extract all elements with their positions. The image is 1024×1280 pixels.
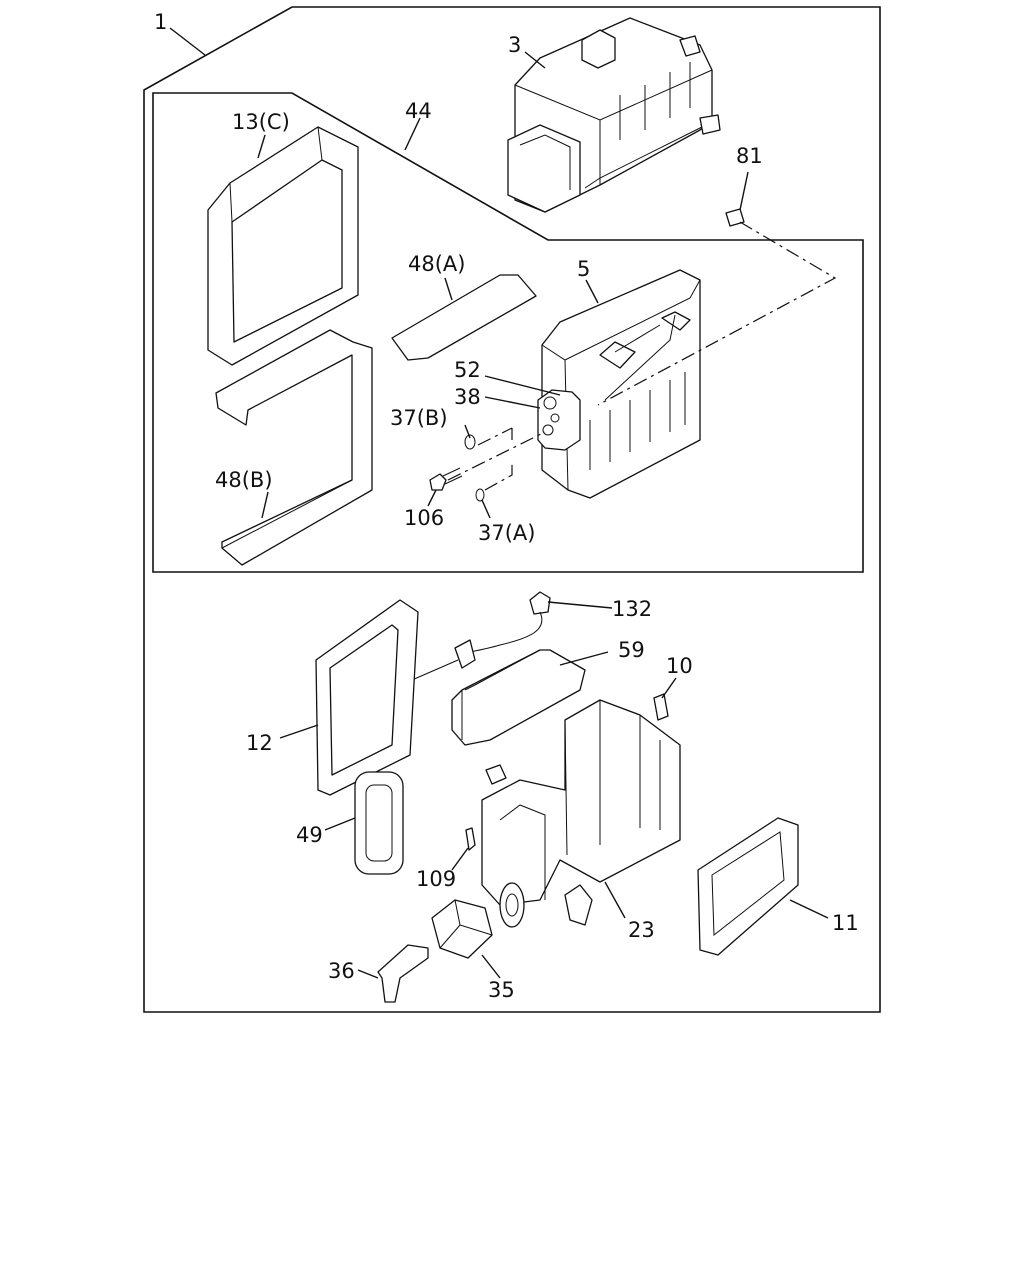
thermo-bracket-59-part [411,639,586,746]
centerline-bolt [447,431,546,481]
callout-48a: 48(A) [408,252,465,276]
callout-37b: 37(B) [390,406,448,430]
callout-59: 59 [618,638,645,662]
callout-11: 11 [832,911,859,935]
callout-52: 52 [454,358,481,382]
assembly-outer-frame [143,6,881,1013]
centerline-orings [477,427,513,491]
seal-48b-part [215,329,373,566]
callout-106: 106 [404,506,444,530]
seal-11-part [697,817,799,956]
clip-10-part [653,693,669,721]
centerline-81 [597,221,837,406]
callout-3: 3 [508,33,521,57]
hose-36-part [377,944,429,1003]
callout-10: 10 [666,654,693,678]
callout-5: 5 [577,257,590,281]
subassembly-inner-frame [152,92,864,573]
o-ring-37b-part [464,434,476,450]
callout-12: 12 [246,731,273,755]
upper-case-part [507,17,721,213]
seal-12-part [315,599,419,796]
o-ring-37a-part [475,488,485,502]
callout-1: 1 [154,10,167,34]
bolt-106-part [429,467,463,491]
seal-48a-part [391,274,537,361]
callout-49: 49 [296,823,323,847]
leader-lines [169,27,829,979]
seal-13c-part [207,126,359,366]
callout-35: 35 [488,978,515,1002]
callout-81: 81 [736,144,763,168]
evaporator-core-part [541,269,701,499]
callout-13c: 13(C) [232,110,290,134]
expansion-valve-part [537,389,581,451]
sensor-132-part [469,591,551,653]
clip-81-part [725,208,745,227]
actuator-35-part [431,882,525,959]
callout-37a: 37(A) [478,521,535,545]
callout-109: 109 [416,867,456,891]
callout-23: 23 [628,918,655,942]
callout-44: 44 [405,99,432,123]
callout-38: 38 [454,385,481,409]
callout-132: 132 [612,597,652,621]
callout-48b: 48(B) [215,468,273,492]
lower-case-23-part [465,699,681,926]
callout-36: 36 [328,959,355,983]
gasket-49-part [354,771,404,875]
